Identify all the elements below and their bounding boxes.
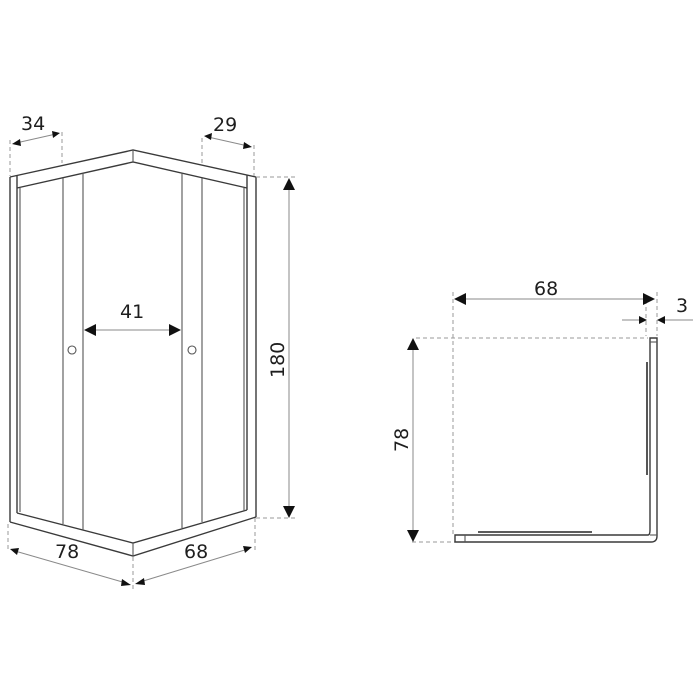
bottom-rail-inner [16,509,248,544]
dimension-line-68 [139,548,249,583]
front-view: 34 29 41 180 78 68 [7,113,296,590]
dimension-line-29 [207,136,249,147]
dim-top-left-label: 34 [21,113,45,135]
dim-profile-label: 3 [676,295,688,317]
right-handle-knob [187,345,197,355]
dimension-line-34 [15,133,57,144]
top-rail-inner [16,161,248,189]
dim-base-left-label: 78 [55,541,79,563]
dim-door-opening-label: 41 [120,301,144,323]
dimension-line-78 [14,550,127,584]
dim-depth-label: 78 [391,428,413,452]
dim-top-right-label: 29 [213,114,237,136]
enclosure-base-profile [454,337,658,543]
top-view: 68 3 78 [391,278,693,543]
dim-base-right-label: 68 [184,541,208,563]
left-handle-knob [67,345,77,355]
dim-height-label: 180 [267,342,289,378]
dim-top-width-label: 68 [534,278,558,300]
